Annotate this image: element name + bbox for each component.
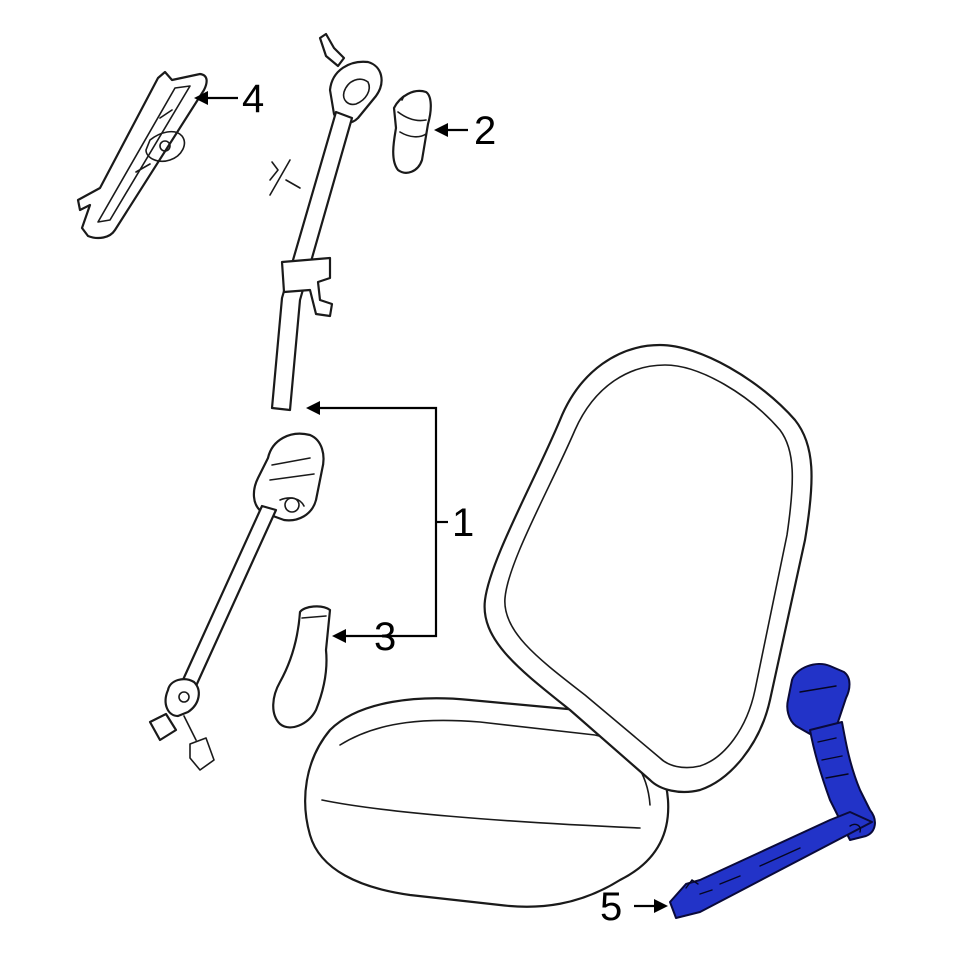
arrowhead-5: [654, 899, 668, 913]
arrowhead-3: [332, 629, 346, 643]
upper-trim-cover: [76, 70, 208, 240]
callout-3: 3: [374, 615, 396, 659]
buckle-stem: [809, 721, 876, 841]
callout-5: 5: [600, 885, 622, 929]
callout-leaders: [194, 91, 668, 913]
lower-anchor-cover: [272, 605, 332, 729]
arrowhead-1: [306, 401, 320, 415]
arrowhead-4: [194, 91, 208, 105]
callout-2: 2: [474, 109, 496, 153]
leader-1: [320, 406, 438, 638]
seat-cushion: [304, 697, 670, 908]
callout-4: 4: [242, 77, 264, 121]
trim-cap: [392, 89, 432, 174]
callout-1: 1: [452, 501, 474, 545]
buckle-bracket: [669, 811, 873, 919]
callout-labels: 4 2 1 3 5: [242, 77, 622, 929]
seat-back: [483, 343, 813, 794]
seat-belt-buckle: [669, 662, 876, 919]
arrowhead-2: [434, 123, 448, 137]
seat-belt-assembly: [148, 32, 383, 771]
